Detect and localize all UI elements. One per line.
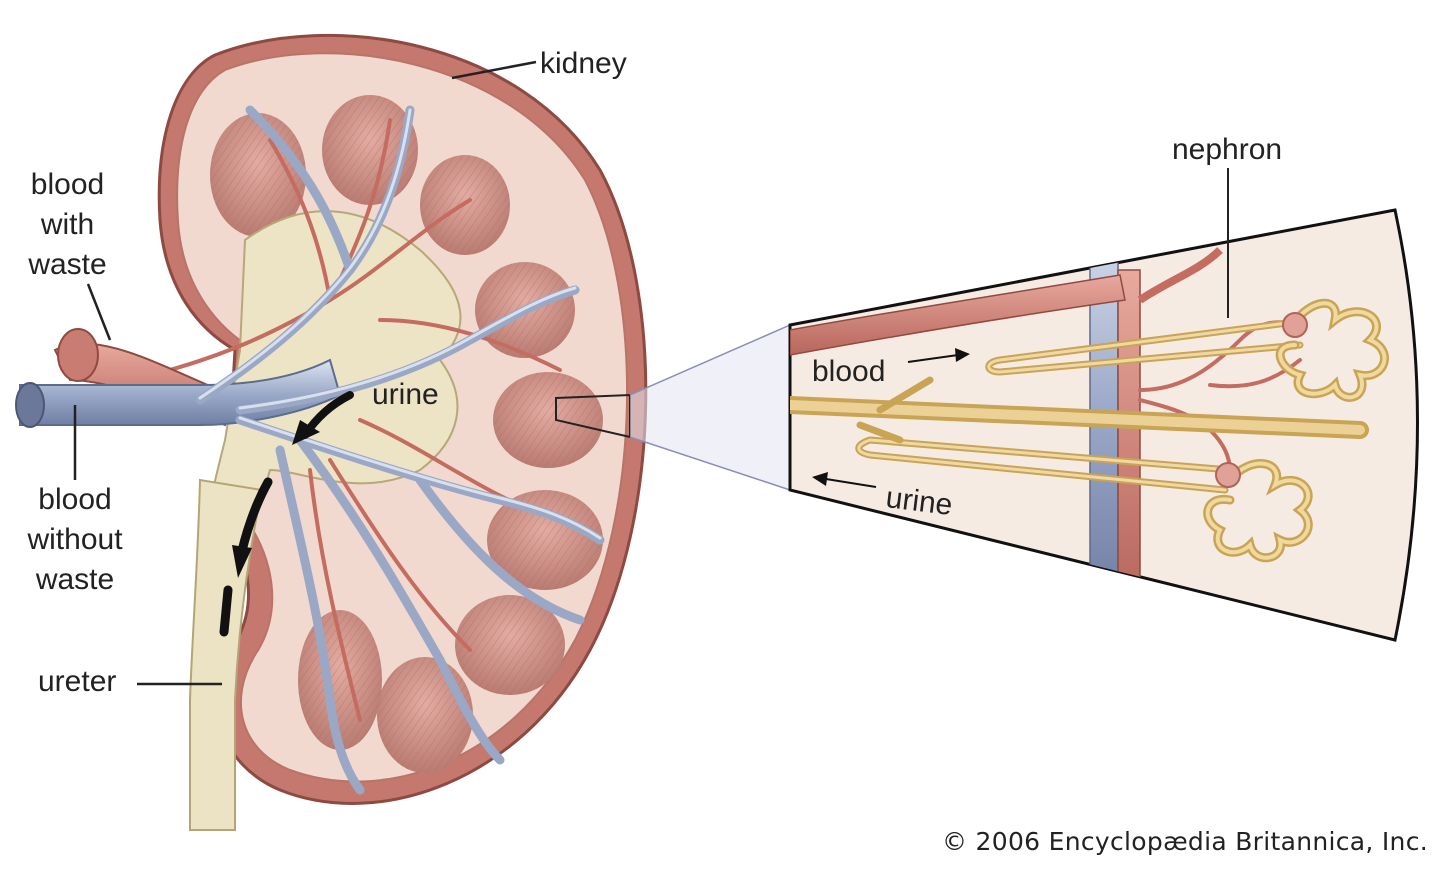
blood-arrow-line (907, 354, 959, 363)
ureter-urine-dash (219, 585, 233, 637)
inset-vein (1089, 210, 1119, 601)
ureter-label: ureter (38, 665, 117, 698)
inset-artery-vertical (1117, 269, 1141, 601)
kidney-leader (451, 60, 537, 80)
blood-with-waste-line-2: with (40, 208, 95, 241)
blood-without-waste-line-1: blood (38, 483, 112, 516)
blood-arrowhead (955, 348, 970, 362)
blood-inset-label: blood (812, 355, 886, 388)
glomerulus (1215, 462, 1241, 488)
urine-inset-label: urine (884, 481, 955, 523)
blood-without-waste-label: blood without waste (10, 480, 140, 600)
kidney-label: kidney (540, 47, 627, 80)
urine-arrow-line (825, 478, 877, 488)
renal-veins (15, 105, 605, 795)
zoom-cone (629, 324, 791, 491)
renal-artery-opening (57, 328, 99, 382)
ureter (189, 478, 264, 831)
blood-with-waste-line-3: waste (28, 248, 107, 281)
blood-with-waste-label: blood with waste (10, 165, 125, 285)
blood-without-waste-line-3: waste (35, 563, 115, 596)
inset-artery-horizontal (790, 274, 1126, 356)
urine-ureter-arrowhead (232, 545, 252, 578)
urine-main-label: urine (372, 378, 439, 411)
nephron-label: nephron (1172, 133, 1283, 166)
blood-with-waste-leader (86, 283, 112, 341)
blood-without-waste-line-2: without (27, 523, 123, 556)
copyright-credit: © 2006 Encyclopædia Britannica, Inc. (942, 827, 1428, 856)
blood-with-waste-line-1: blood (30, 168, 105, 201)
nephron-inset (788, 168, 1419, 642)
urine-arrowhead (812, 472, 828, 486)
glomerulus (1282, 312, 1308, 338)
urine-flow-arrowhead (292, 420, 320, 445)
nephron-tubules (790, 298, 1389, 563)
kidney-body (15, 33, 648, 831)
renal-vein-opening (15, 382, 45, 428)
